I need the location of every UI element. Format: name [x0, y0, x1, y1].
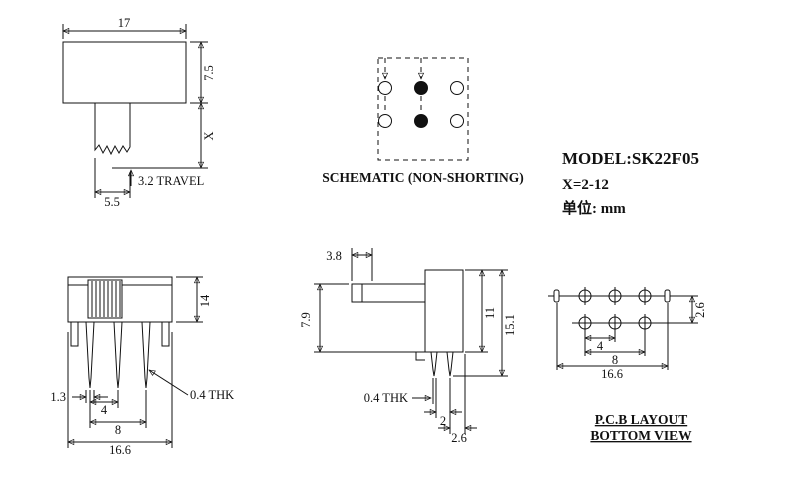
- dim-side-stem-width: 3.8: [326, 249, 342, 263]
- schematic-contact-open: [378, 81, 392, 95]
- pcb-hole: [578, 316, 592, 330]
- model-number: MODEL:SK22F05: [562, 149, 699, 168]
- schematic-boundary: [377, 57, 469, 161]
- schematic-contact-open: [450, 114, 464, 128]
- side-terminal-pin: [430, 351, 438, 377]
- dim-side-pin-gap: 2: [440, 414, 446, 428]
- pcb-layout-view: 2.6 4 8 16.6 P.C.B LAYOUT BOTTOM VIEW: [548, 287, 707, 443]
- pcb-hole: [578, 289, 592, 303]
- dim-front-stem-length: X: [202, 131, 216, 140]
- dim-pcb-overall-width: 16.6: [601, 367, 623, 381]
- dim-pcb-hole-pitch: 4: [597, 339, 604, 353]
- dim-front-height: 7.5: [202, 65, 216, 81]
- pcb-caption-line2: BOTTOM VIEW: [590, 428, 692, 443]
- dim-pin-width: 1.3: [50, 390, 66, 404]
- schematic-view: SCHEMATIC (NON-SHORTING): [322, 57, 524, 185]
- side-terminal-pin: [446, 351, 454, 377]
- mounting-leg-left: [70, 321, 79, 347]
- pcb-hole: [638, 289, 652, 303]
- schematic-contact-common: [414, 114, 428, 128]
- pin-view: 14 1.3 4 8 16.6 0.4 THK: [50, 276, 234, 457]
- pcb-caption-line1: P.C.B LAYOUT: [595, 412, 687, 427]
- side-foot: [415, 351, 425, 361]
- pcb-hole: [638, 316, 652, 330]
- side-view: 3.8 7.9 11 15.1 0.4 THK 2 2.6: [299, 248, 517, 445]
- side-stem: [351, 283, 426, 303]
- dim-side-stem-height: 7.9: [299, 312, 313, 328]
- dim-side-body-height: 11: [483, 307, 497, 319]
- pcb-hole: [608, 289, 622, 303]
- dim-side-thickness: 0.4 THK: [364, 391, 408, 405]
- title-block: MODEL:SK22F05 X=2-12 单位: mm: [562, 149, 699, 217]
- switch-body-outline: [62, 41, 187, 104]
- front-view: 17 7.5 X 3.2 TRAVEL 5.5: [62, 16, 216, 209]
- dim-pin-thickness: 0.4 THK: [190, 388, 234, 402]
- schematic-contact-open: [378, 114, 392, 128]
- dim-pin-pitch: 4: [101, 403, 108, 417]
- terminal-pin: [113, 321, 123, 389]
- schematic-contact-open: [450, 81, 464, 95]
- dim-front-travel: 3.2 TRAVEL: [138, 174, 204, 188]
- dim-pcb-hole-span: 8: [612, 353, 618, 367]
- dim-pin-overall-width: 16.6: [109, 443, 131, 457]
- dim-pin-body-height: 14: [198, 294, 212, 307]
- knob-hatched: [87, 279, 123, 319]
- schematic-contact-common: [414, 81, 428, 95]
- side-body-outline: [424, 269, 464, 353]
- mounting-leg-right: [161, 321, 170, 347]
- schematic-caption: SCHEMATIC (NON-SHORTING): [322, 170, 523, 185]
- pcb-hole: [608, 316, 622, 330]
- dim-side-pin-offset: 2.6: [451, 431, 467, 445]
- terminal-pin: [141, 321, 151, 389]
- dim-front-width: 17: [118, 16, 131, 30]
- dim-front-stem-width: 5.5: [104, 195, 120, 209]
- dim-side-overall-height: 15.1: [503, 314, 517, 336]
- knob-hatch-lines: [91, 281, 121, 317]
- dim-pin-span: 8: [115, 423, 121, 437]
- dim-pcb-row-pitch: 2.6: [693, 302, 707, 318]
- unit-note: 单位: mm: [562, 199, 626, 217]
- x-range: X=2-12: [562, 177, 609, 193]
- mounting-slot-left: [553, 289, 560, 303]
- mounting-slot-right: [664, 289, 671, 303]
- switch-stem-broken: [94, 103, 131, 156]
- terminal-pin: [85, 321, 95, 389]
